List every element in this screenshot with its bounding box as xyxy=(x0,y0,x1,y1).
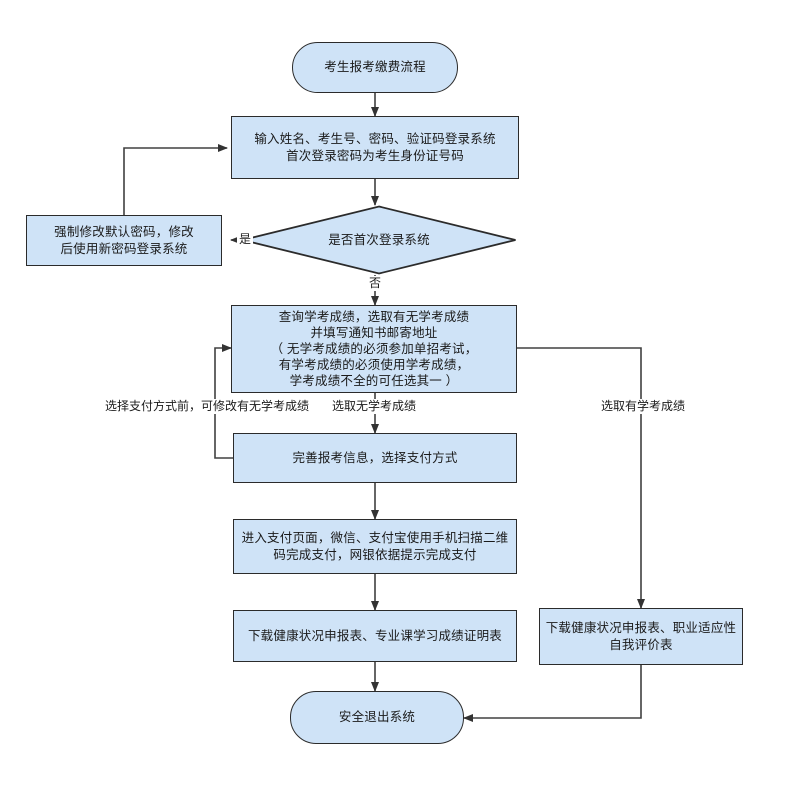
edge-download-right-to-exit xyxy=(463,665,642,722)
node-login[interactable]: 输入姓名、考生号、密码、验证码登录系统 首次登录密码为考生身份证号码 xyxy=(231,116,519,179)
node-complete-info-label: 完善报考信息，选择支付方式 xyxy=(292,450,458,465)
edge-label-no-exam-scores: 选取无学考成绩 xyxy=(330,399,419,414)
edge-label-modify-before-pay: 选择支付方式前，可修改有无学考成绩 xyxy=(103,399,312,414)
node-query-scores[interactable]: 查询学考成绩，选取有无学考成绩 并填写通知书邮寄地址 （ 无学考成绩的必须参加单… xyxy=(231,305,517,393)
node-change-password[interactable]: 强制修改默认密码，修改 后使用新密码登录系统 xyxy=(26,215,222,266)
node-first-login-decision[interactable]: 是否首次登录系统 xyxy=(241,205,517,275)
node-download-left-label: 下载健康状况申报表、专业课学习成绩证明表 xyxy=(247,628,502,643)
edge-label-yes: 是 xyxy=(237,232,254,247)
node-start[interactable]: 考生报考缴费流程 xyxy=(292,42,458,93)
node-first-login-decision-label: 是否首次登录系统 xyxy=(328,232,430,247)
node-login-label: 输入姓名、考生号、密码、验证码登录系统 首次登录密码为考生身份证号码 xyxy=(254,131,496,163)
edge-label-has-exam-scores: 选取有学考成绩 xyxy=(599,399,688,414)
node-exit[interactable]: 安全退出系统 xyxy=(290,691,464,744)
node-start-label: 考生报考缴费流程 xyxy=(324,60,426,74)
node-payment-page[interactable]: 进入支付页面，微信、支付宝使用手机扫描二维 码完成支付，网银依据提示完成支付 xyxy=(233,519,517,574)
node-complete-info[interactable]: 完善报考信息，选择支付方式 xyxy=(233,433,517,483)
node-download-right[interactable]: 下载健康状况申报表、职业适应性 自我评价表 xyxy=(539,608,743,665)
node-change-password-label: 强制修改默认密码，修改 后使用新密码登录系统 xyxy=(54,224,194,256)
diamond-shape xyxy=(241,205,517,275)
node-query-scores-label: 查询学考成绩，选取有无学考成绩 并填写通知书邮寄地址 （ 无学考成绩的必须参加单… xyxy=(270,310,478,388)
edge-change-password-to-login xyxy=(123,144,228,215)
node-payment-page-label: 进入支付页面，微信、支付宝使用手机扫描二维 码完成支付，网银依据提示完成支付 xyxy=(241,530,509,562)
node-exit-label: 安全退出系统 xyxy=(338,710,416,724)
node-download-left[interactable]: 下载健康状况申报表、专业课学习成绩证明表 xyxy=(233,610,517,662)
edge-label-no: 否 xyxy=(367,276,384,291)
node-download-right-label: 下载健康状况申报表、职业适应性 自我评价表 xyxy=(545,620,737,652)
edge-query-to-download-right xyxy=(517,347,645,609)
